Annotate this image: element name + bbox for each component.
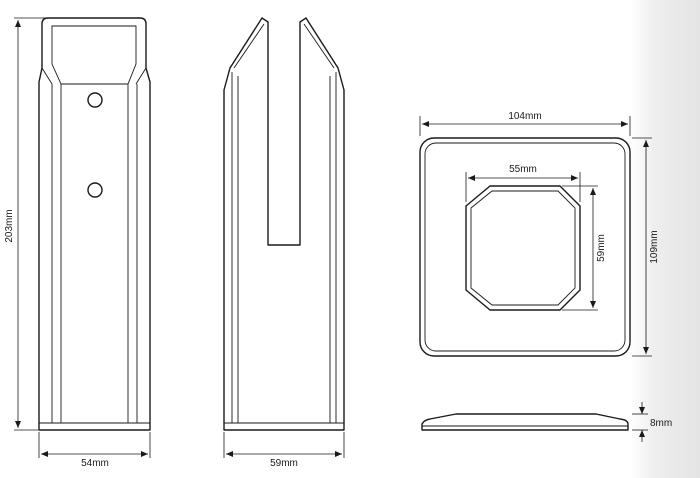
plate-height-label: 109mm <box>649 230 660 263</box>
front-view <box>38 17 151 431</box>
right-edge-shading <box>630 0 700 478</box>
front-width-dimension: 54mm <box>38 432 151 469</box>
plate-width-dimension: 104mm <box>419 111 631 136</box>
side-view <box>223 17 345 431</box>
hole-width-label: 55mm <box>509 164 537 175</box>
side-width-dimension: 59mm <box>223 432 345 469</box>
plate-width-label: 104mm <box>508 111 541 122</box>
base-plate-top-view <box>419 137 631 357</box>
side-width-label: 59mm <box>270 458 298 469</box>
plate-thickness-dimension: 8mm <box>632 402 672 442</box>
base-plate-profile <box>421 413 629 431</box>
hole-width-dimension: 55mm <box>465 164 581 202</box>
hole-height-label: 59mm <box>596 234 607 262</box>
front-width-label: 54mm <box>81 458 109 469</box>
plate-height-dimension: 109mm <box>632 137 660 357</box>
hole-height-dimension: 59mm <box>562 185 607 311</box>
height-label: 203mm <box>4 209 15 242</box>
mounting-hole-upper <box>87 92 103 108</box>
center-opening <box>465 185 581 311</box>
plate-thickness-label: 8mm <box>650 418 672 429</box>
height-dimension: 203mm <box>4 17 46 431</box>
mounting-hole-lower <box>87 182 103 198</box>
